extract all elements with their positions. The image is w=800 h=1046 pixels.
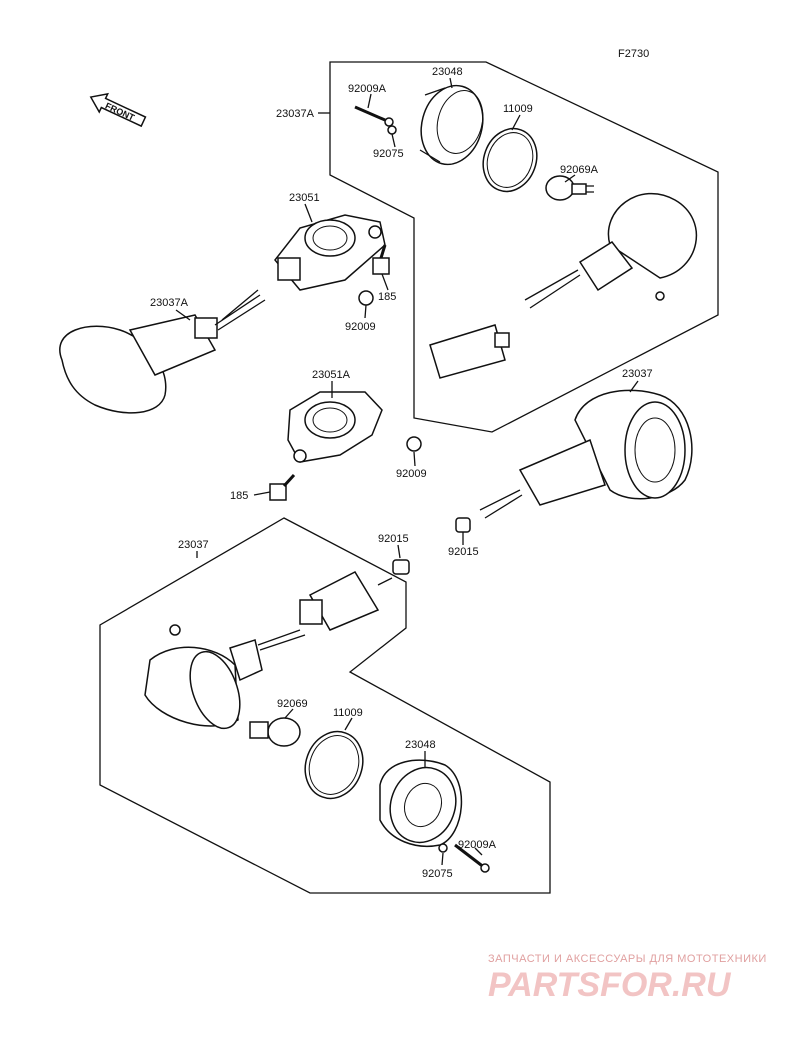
- label-92075-top: 92075: [373, 148, 404, 160]
- label-92015-bottom: 92015: [378, 533, 409, 545]
- label-92009A-bottom: 92009A: [458, 839, 497, 851]
- mount-bracket-23051A: [287, 391, 383, 463]
- label-23048-top: 23048: [432, 66, 463, 78]
- nut-bottom: [392, 559, 410, 575]
- screw-92009-top: [358, 290, 374, 306]
- label-92009A-top: 92009A: [348, 83, 387, 95]
- bolt-top: [372, 244, 390, 275]
- label-23037-right: 23037: [622, 368, 653, 380]
- watermark: ЗАПЧАСТИ И АКСЕССУАРЫ ДЛЯ МОТОТЕХНИКИ PA…: [488, 953, 767, 1004]
- signal-left-23037A: [59, 289, 266, 414]
- label-23048-bottom: 23048: [405, 739, 436, 751]
- signal-housing-top-right: [524, 192, 698, 309]
- lower-assembly-boundary: [99, 517, 551, 894]
- label-92015-right: 92015: [448, 546, 479, 558]
- bulb-top: [545, 175, 594, 201]
- label-23037A-left: 23037A: [150, 297, 189, 309]
- label-11009-bottom: 11009: [333, 707, 363, 719]
- label-23051: 23051: [289, 192, 320, 204]
- washer-top: [387, 125, 397, 135]
- nut-right: [455, 517, 471, 533]
- part-labels: 23048 92009A 23037A 11009 92075 92069A 2…: [150, 66, 653, 880]
- screw-92009-mid: [406, 436, 422, 452]
- screw-bottom: [454, 843, 490, 873]
- lens-rim-top: [419, 84, 484, 166]
- label-185-mid: 185: [230, 490, 248, 502]
- label-185-top: 185: [378, 291, 396, 303]
- bolt-mid: [269, 473, 296, 501]
- gasket-top: [482, 127, 538, 193]
- label-23051A: 23051A: [312, 369, 351, 381]
- watermark-subtitle: ЗАПЧАСТИ И АКСЕССУАРЫ ДЛЯ МОТОТЕХНИКИ: [488, 953, 767, 965]
- mount-bracket-23051: [274, 214, 386, 291]
- upper-assembly-boundary: [329, 61, 719, 433]
- front-arrow-icon: FRONT: [89, 92, 147, 128]
- label-23037-bottom: 23037: [178, 539, 209, 551]
- leader-lines: [175, 77, 639, 866]
- label-23037A-top: 23037A: [276, 108, 315, 120]
- gasket-bottom: [304, 730, 364, 800]
- watermark-logo: PARTSFOR.RU: [488, 966, 732, 1004]
- label-11009-top: 11009: [503, 103, 533, 115]
- connector-top: [429, 324, 510, 379]
- label-92069A: 92069A: [560, 164, 599, 176]
- label-92075-bottom: 92075: [422, 868, 453, 880]
- front-label: FRONT: [104, 101, 137, 123]
- label-92009-mid: 92009: [396, 468, 427, 480]
- figure-code: F2730: [618, 48, 649, 60]
- connector-bottom: [299, 571, 393, 631]
- screw-top: [354, 105, 394, 127]
- label-92009-top: 92009: [345, 321, 376, 333]
- lens-bottom: [379, 759, 463, 847]
- signal-right-23037: [479, 389, 693, 519]
- washer-bottom: [438, 843, 448, 853]
- label-92069: 92069: [277, 698, 308, 710]
- signal-housing-bottom: [144, 624, 306, 730]
- bulb-bottom: [249, 717, 301, 747]
